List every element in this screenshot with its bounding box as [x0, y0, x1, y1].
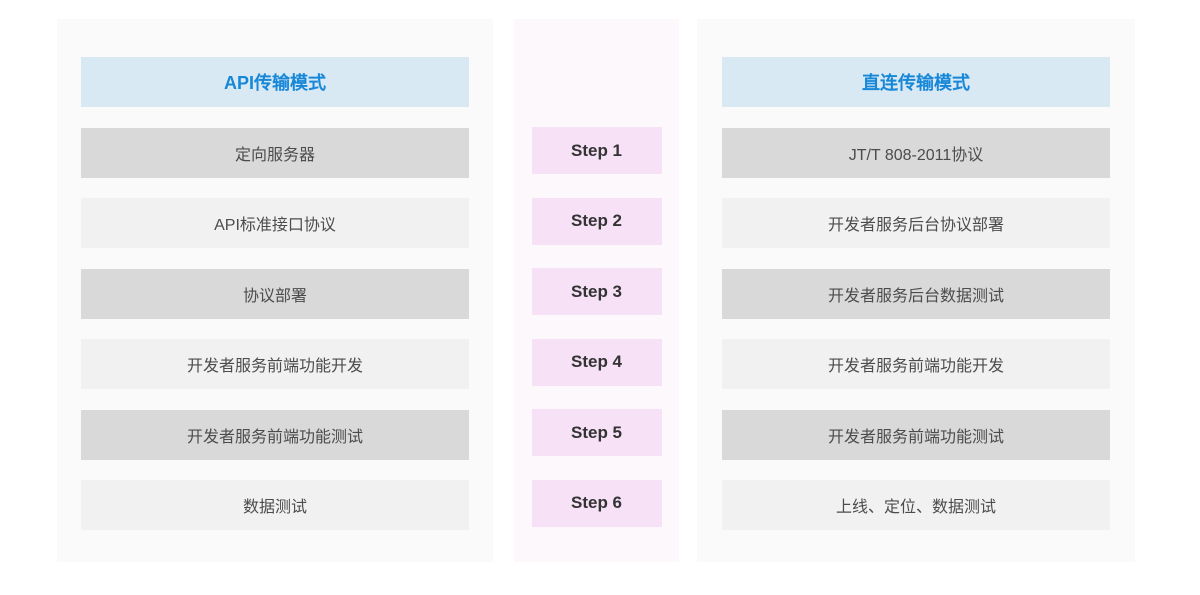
api-mode-row-3: 协议部署 [81, 268, 469, 319]
api-mode-header: API传输模式 [81, 57, 469, 107]
step-label-5: Step 5 [531, 409, 662, 456]
direct-mode-row-1: JT/T 808-2011协议 [722, 127, 1110, 178]
api-mode-row-4: 开发者服务前端功能开发 [81, 339, 469, 389]
direct-mode-header: 直连传输模式 [722, 57, 1110, 107]
api-mode-row-6: 数据测试 [81, 480, 469, 530]
api-mode-row-2: API标准接口协议 [81, 198, 469, 248]
direct-mode-row-4: 开发者服务前端功能开发 [722, 339, 1110, 389]
api-mode-panel: API传输模式 定向服务器 API标准接口协议 协议部署 开发者服务前端功能开发… [57, 19, 493, 562]
step-label-2: Step 2 [531, 197, 662, 245]
direct-mode-row-6: 上线、定位、数据测试 [722, 480, 1110, 530]
direct-mode-row-2: 开发者服务后台协议部署 [722, 198, 1110, 248]
direct-mode-panel: 直连传输模式 JT/T 808-2011协议 开发者服务后台协议部署 开发者服务… [697, 19, 1135, 562]
api-mode-row-1: 定向服务器 [81, 127, 469, 178]
api-mode-row-5: 开发者服务前端功能测试 [81, 409, 469, 460]
step-label-4: Step 4 [531, 338, 662, 386]
steps-panel: Step 1 Step 2 Step 3 Step 4 Step 5 Step … [514, 19, 679, 562]
direct-mode-row-3: 开发者服务后台数据测试 [722, 268, 1110, 319]
step-label-3: Step 3 [531, 268, 662, 315]
direct-mode-row-5: 开发者服务前端功能测试 [722, 409, 1110, 460]
step-label-1: Step 1 [531, 127, 662, 174]
step-label-6: Step 6 [531, 479, 662, 527]
